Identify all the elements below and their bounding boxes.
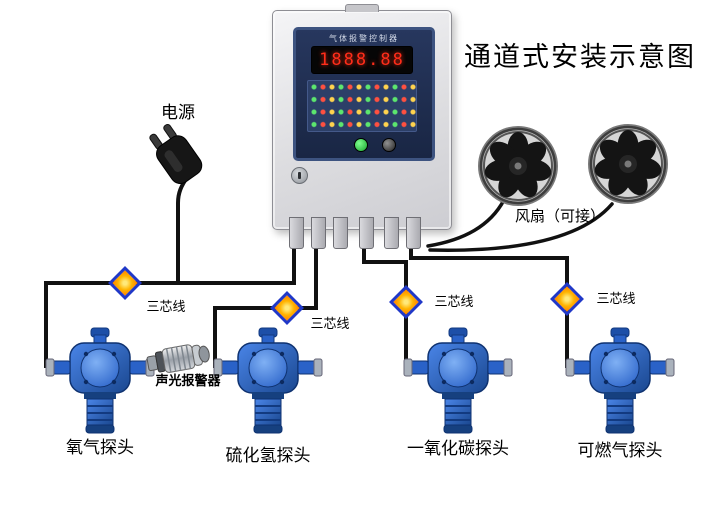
wire-fan-1: [426, 198, 506, 248]
fan-icon: [587, 123, 669, 205]
power-plug-icon: [149, 123, 203, 184]
alarm-label: 声光报警器: [155, 373, 221, 388]
wire-connector-label: 三芯线: [434, 294, 474, 309]
gas-detector-icon: [403, 327, 513, 434]
wire-connector-label: 三芯线: [596, 291, 636, 306]
fan-label: 风扇（可接）: [514, 209, 605, 225]
panel-title: 气体报警控制器: [329, 34, 399, 43]
led-display: 1888.88: [311, 46, 413, 74]
detector-label: 硫化氢探头: [225, 446, 311, 465]
terminal: [384, 217, 399, 249]
sound-light-alarm-icon: [146, 344, 210, 373]
wire-oxygen: [44, 246, 296, 368]
detector-label: 氧气探头: [66, 438, 134, 457]
wire-power: [176, 174, 190, 283]
wire-connector-label: 三芯线: [310, 316, 350, 331]
wire-connector-label: 三芯线: [146, 299, 186, 314]
terminal: [289, 217, 304, 249]
gas-detector-icon: [565, 327, 675, 434]
page-title: 通道式安装示意图: [464, 42, 696, 72]
terminal: [359, 217, 374, 249]
detector-label: 一氧化碳探头: [407, 439, 509, 458]
silence-button: [382, 138, 396, 152]
terminal: [311, 217, 326, 249]
controller-panel: 气体报警控制器 1888.88: [293, 27, 435, 161]
lock-keyhole: [291, 167, 308, 184]
power-label: 电源: [161, 103, 195, 122]
detector-label: 可燃气探头: [577, 441, 663, 460]
power-button: [354, 138, 368, 152]
indicator-leds: [307, 80, 417, 132]
gas-alarm-controller: 气体报警控制器 1888.88: [272, 4, 452, 249]
wire-fan-2: [428, 202, 614, 252]
terminal: [333, 217, 348, 249]
mount-tab: [345, 4, 379, 12]
fan-icon: [477, 125, 559, 207]
terminal: [406, 217, 421, 249]
wire-h2s: [213, 246, 318, 368]
